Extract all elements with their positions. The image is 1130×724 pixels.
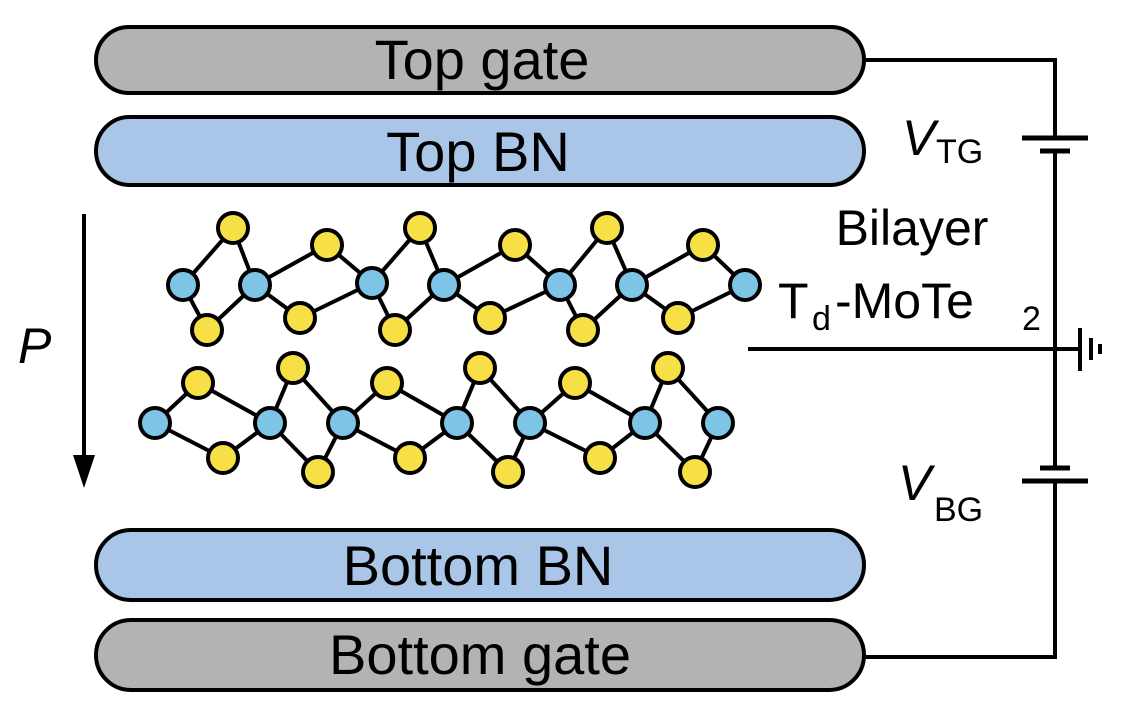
- te-atom: [583, 441, 617, 475]
- bottom-bn-label: Bottom BN: [343, 534, 614, 597]
- mo-atom: [138, 406, 172, 440]
- material-prefix: T: [778, 273, 809, 329]
- te-atom: [686, 228, 720, 262]
- te-atom: [310, 228, 344, 262]
- polarization-arrow: P: [18, 214, 95, 488]
- te-atom: [678, 455, 712, 489]
- te-atom: [276, 351, 310, 385]
- mo-atom: [513, 406, 547, 440]
- material-formula: -MoTe: [835, 273, 974, 329]
- top-bn-label: Top BN: [386, 120, 570, 183]
- mo-atom: [440, 406, 474, 440]
- top-bn-bar: [94, 115, 866, 187]
- bottom-gate-label: Bottom gate: [329, 623, 631, 686]
- bilayer-lattice: [138, 211, 762, 489]
- vtg-symbol: V: [902, 110, 940, 166]
- te-atom: [558, 366, 592, 400]
- mo-atom: [253, 406, 287, 440]
- te-atom: [206, 441, 240, 475]
- te-atom: [370, 366, 404, 400]
- te-atom: [463, 351, 497, 385]
- vtg-subscript: TG: [936, 133, 983, 171]
- material-line1: Bilayer: [836, 200, 989, 256]
- te-atom: [498, 228, 532, 262]
- ground-icon: [1078, 328, 1102, 371]
- mo-atom: [543, 268, 577, 302]
- mo-atom: [615, 268, 649, 302]
- mo-atom: [326, 406, 360, 440]
- arrow-head-icon: [73, 455, 95, 488]
- bottom-gate-layer: Bottom gate: [94, 618, 866, 692]
- top-gate-layer: Top gate: [94, 25, 866, 95]
- vbg-subscript: BG: [934, 491, 983, 529]
- material-label: Bilayer T d -MoTe 2: [778, 200, 1041, 338]
- top-bn-layer: Top BN: [94, 115, 866, 187]
- top-gate-label: Top gate: [375, 28, 590, 91]
- te-atom: [283, 301, 317, 335]
- bottom-bn-bar: [94, 528, 866, 602]
- lattice-atoms: [138, 211, 762, 489]
- te-atom: [190, 313, 224, 347]
- te-atom: [216, 211, 250, 245]
- mo-atom: [238, 268, 272, 302]
- mo-atom: [701, 406, 735, 440]
- te-atom: [651, 351, 685, 385]
- mo-atom: [355, 266, 389, 300]
- te-atom: [378, 313, 412, 347]
- te-atom: [590, 211, 624, 245]
- te-atom: [301, 455, 335, 489]
- polarization-label: P: [18, 318, 52, 374]
- mo-atom: [166, 268, 200, 302]
- top-gate-wire: [864, 58, 1057, 138]
- te-atom: [181, 366, 215, 400]
- te-atom: [473, 301, 507, 335]
- bottom-bn-layer: Bottom BN: [94, 528, 866, 602]
- bottom-gate-wire: [864, 481, 1057, 659]
- mo-atom: [427, 268, 461, 302]
- mo-atom: [728, 268, 762, 302]
- te-atom: [403, 211, 437, 245]
- te-atom: [491, 455, 525, 489]
- circuit: V TG V BG: [748, 58, 1102, 659]
- mo-atom: [628, 406, 662, 440]
- te-atom: [566, 313, 600, 347]
- vbg-symbol: V: [898, 455, 936, 511]
- te-atom: [393, 441, 427, 475]
- material-prefix-sub: d: [812, 300, 831, 338]
- material-formula-sub: 2: [1022, 300, 1041, 338]
- te-atom: [661, 301, 695, 335]
